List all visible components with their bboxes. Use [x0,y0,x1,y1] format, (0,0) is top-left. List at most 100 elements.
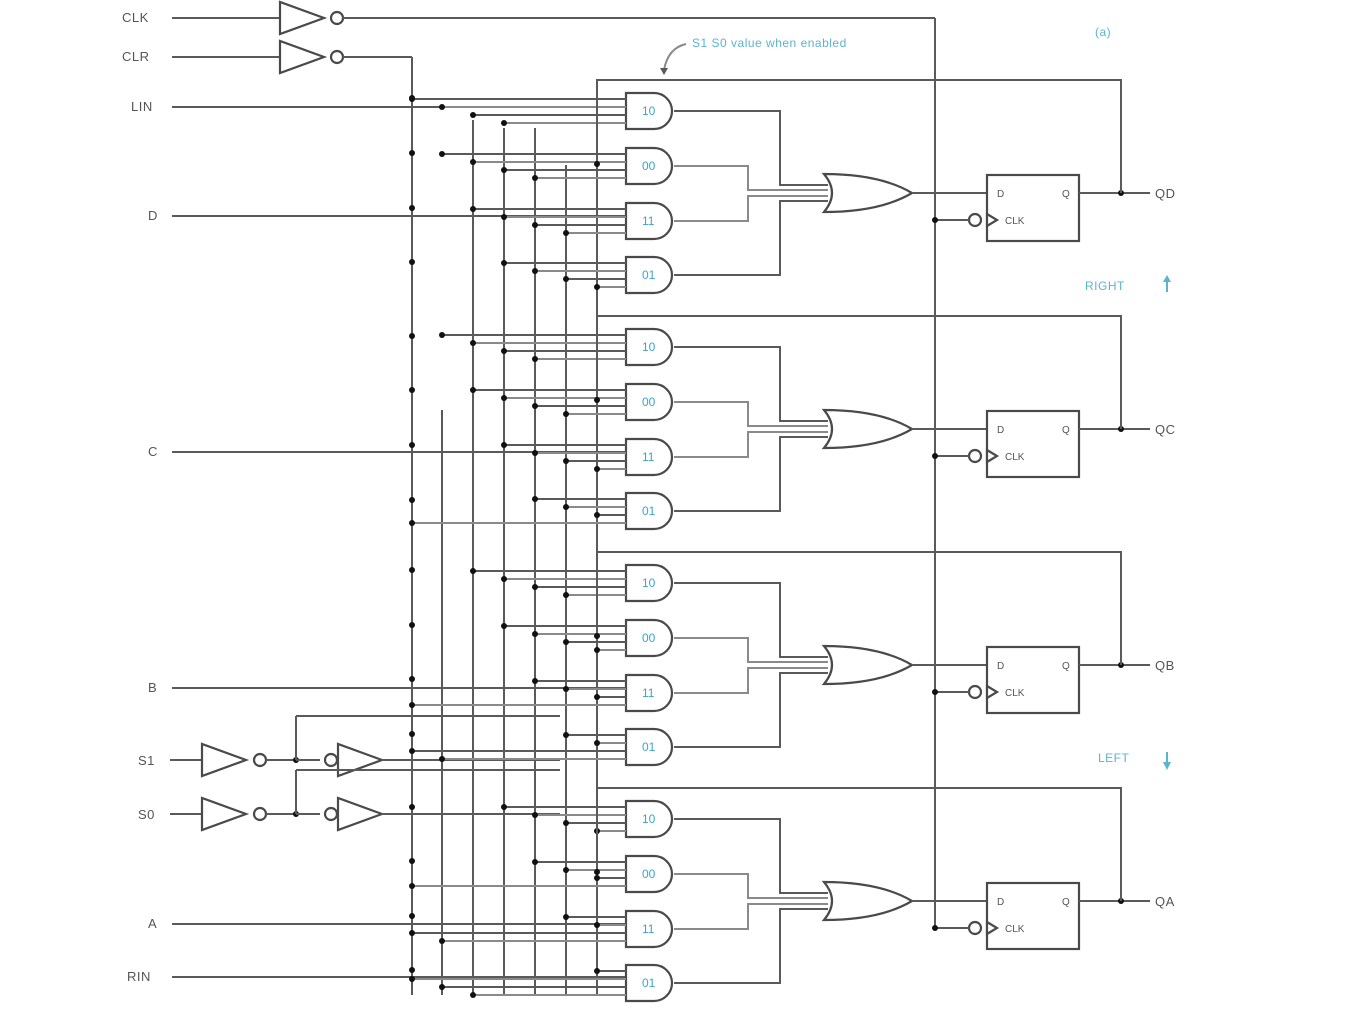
junction-dot [563,914,569,920]
junction-dot [409,976,415,982]
junction-dot [594,968,600,974]
ff-d-label: D [997,661,1004,672]
junction-dot [409,333,415,339]
and-gate-label: 00 [642,159,656,173]
junction-dot [594,647,600,653]
junction-dot [501,623,507,629]
junction-dot [409,702,415,708]
junction-dot [563,867,569,873]
junction-dot [409,913,415,919]
junction-dot [409,804,415,810]
and-to-or-wire [674,818,828,894]
and-gate-label: 00 [642,631,656,645]
and-gate [624,727,674,767]
and-gate-label: 01 [642,268,656,282]
junction-dot [409,205,415,211]
junction-dot [470,340,476,346]
clr-inverter [278,39,328,75]
junction-dot [532,356,538,362]
inversion-bubble [967,448,983,464]
junction-dot [409,858,415,864]
junction-dot [532,812,538,818]
d-flip-flop [985,173,1081,243]
junction-dot [409,387,415,393]
junction-dot [532,222,538,228]
and-to-or-wire [674,637,828,663]
junction-dot [932,453,938,459]
junction-dot [439,756,445,762]
input-label-s0: S0 [138,807,155,822]
and-gate [624,799,674,839]
and-gate-label: 01 [642,740,656,754]
and-gate-label: 11 [642,922,655,936]
and-gate [624,437,674,477]
and-gate [624,618,674,658]
inversion-bubble [323,752,339,768]
ff-clk-label: CLK [1005,924,1025,935]
and-gate [624,255,674,295]
inversion-bubble [967,212,983,228]
junction-dot [563,504,569,510]
junction-dot [439,938,445,944]
feedback-wire [596,787,1122,901]
junction-dot [409,442,415,448]
or-gate [821,172,915,214]
junction-dot [563,276,569,282]
input-label-clr: CLR [122,49,150,64]
junction-dot [563,686,569,692]
junction-dot [563,592,569,598]
input-label-b: B [148,680,157,695]
junction-dot [470,387,476,393]
junction-dot [501,442,507,448]
output-label-qd: QD [1155,186,1176,201]
junction-dot [594,875,600,881]
junction-dot [594,694,600,700]
junction-dot [470,112,476,118]
and-to-or-wire [674,195,828,222]
junction-dot [594,161,600,167]
ff-q-label: Q [1062,897,1070,908]
clock-triangle [985,920,1000,936]
output-label-qa: QA [1155,894,1175,909]
junction-dot [594,869,600,875]
junction-dot [532,403,538,409]
junction-dot [409,967,415,973]
up-arrow-icon [1163,275,1171,292]
annotation-arrow [663,43,687,71]
junction-dot [501,395,507,401]
feedback-wire [596,79,1122,193]
or-gate [821,644,915,686]
and-gate-label: 00 [642,395,656,409]
junction-dot [409,748,415,754]
inversion-bubble [252,752,268,768]
output-label-qc: QC [1155,422,1176,437]
junction-dot [409,259,415,265]
and-gate-label: 10 [642,104,656,118]
annotation-text: S1 S0 value when enabled [692,36,847,50]
junction-dot [439,151,445,157]
or-gate [821,880,915,922]
ff-clk-label: CLK [1005,688,1025,699]
junction-dot [409,95,415,101]
input-label-a: A [148,916,157,931]
junction-dot [501,214,507,220]
and-to-or-wire [674,667,828,694]
and-gate-label: 10 [642,340,656,354]
junction-dot [563,639,569,645]
junction-dot [409,883,415,889]
junction-dot [409,731,415,737]
annotation-arrowhead [660,68,668,75]
junction-dot [594,922,600,928]
ff-q-label: Q [1062,425,1070,436]
and-to-or-wire [674,672,828,748]
junction-dot [532,496,538,502]
junction-dot [409,930,415,936]
inversion-bubble [967,684,983,700]
junction-dot [932,925,938,931]
clk-inverter [278,0,328,36]
junction-dot [932,689,938,695]
inversion-bubble [329,49,345,65]
junction-dot [501,260,507,266]
junction-dot [501,167,507,173]
